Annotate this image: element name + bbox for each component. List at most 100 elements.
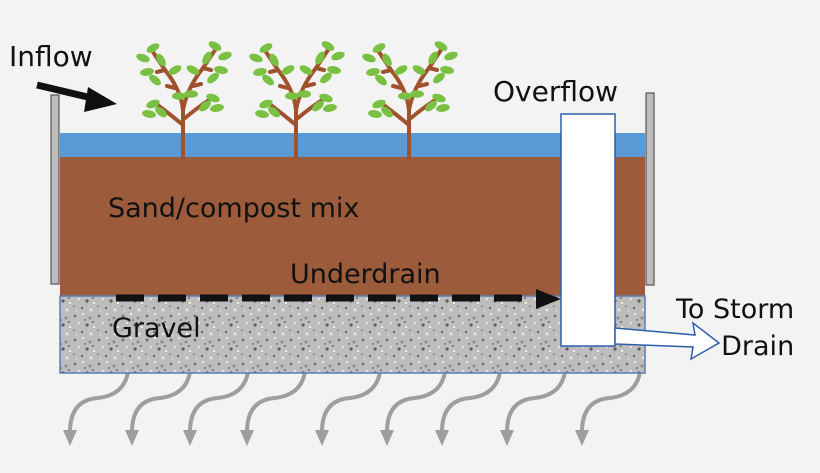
leaf	[434, 41, 448, 51]
infiltration-arrow	[500, 370, 567, 446]
leaf	[199, 100, 211, 112]
infiltration-arrowhead	[63, 430, 77, 446]
leaf	[202, 51, 212, 65]
leaf	[398, 92, 412, 100]
leaf	[149, 74, 161, 86]
infiltration-arrowhead	[125, 430, 139, 446]
storm-drain-label-line1: To Storm	[676, 294, 795, 325]
leaf	[433, 72, 445, 84]
underdrain-arrowhead	[536, 289, 561, 309]
infiltration-arrow	[183, 370, 250, 446]
inflow-arrow-shaft	[36, 81, 97, 103]
leaf	[259, 99, 273, 109]
leaf	[319, 93, 333, 103]
plant	[362, 41, 458, 160]
plant-twigs	[268, 66, 326, 90]
leaf	[269, 53, 279, 67]
leaf	[186, 65, 200, 75]
storm-drain-label: To Storm Drain	[676, 291, 794, 365]
plant	[249, 41, 345, 160]
leaf	[208, 41, 222, 51]
leaf	[375, 74, 387, 86]
infiltration-arrow	[435, 370, 502, 446]
infiltration-arrow-path	[440, 370, 502, 434]
infiltration-arrow-path	[320, 370, 382, 434]
infiltration-arrowhead	[500, 430, 514, 446]
leaf	[366, 68, 380, 76]
gravel-layer	[59, 295, 646, 374]
underdrain-label: Underdrain	[290, 259, 441, 290]
leaf	[323, 104, 337, 112]
leaf	[315, 51, 325, 65]
leaf	[321, 41, 335, 51]
storm-drain-label-line2: Drain	[721, 331, 795, 362]
overflow-label: Overflow	[493, 75, 619, 108]
leaf	[381, 106, 393, 118]
plant-twigs	[381, 66, 439, 90]
leaf	[168, 65, 182, 75]
gravel-layer-label: Gravel	[112, 313, 201, 344]
infiltration-arrowhead	[240, 430, 254, 446]
infiltration-arrow	[240, 370, 307, 446]
leaf	[436, 104, 450, 112]
infiltration-arrow-path	[245, 370, 307, 434]
leaf	[312, 100, 324, 112]
leaf	[327, 66, 341, 74]
infiltration-arrow	[380, 370, 447, 446]
leaf	[428, 51, 438, 65]
leaf	[320, 72, 332, 84]
leaf	[410, 90, 424, 98]
infiltration-arrowhead	[575, 430, 589, 446]
soil-layer-label: Sand/compost mix	[108, 193, 360, 224]
leaf	[136, 53, 150, 63]
infiltration-arrows	[63, 370, 642, 446]
leaf	[285, 92, 299, 100]
overflow-pipe	[560, 113, 616, 347]
leaf	[444, 51, 458, 61]
leaf	[368, 110, 382, 118]
plants	[136, 41, 458, 160]
infiltration-arrow	[63, 370, 130, 446]
right-curb-wall	[645, 92, 655, 286]
leaf	[382, 53, 392, 67]
leaf	[142, 110, 156, 118]
leaf	[210, 104, 224, 112]
leaf	[281, 65, 295, 75]
leaf	[255, 110, 269, 118]
infiltration-arrow-path	[130, 370, 192, 434]
leaf	[140, 68, 154, 76]
leaf	[146, 99, 160, 109]
leaf	[331, 51, 345, 61]
infiltration-arrow-path	[580, 370, 642, 434]
ponding-water-layer	[60, 133, 645, 159]
leaf	[262, 74, 274, 86]
storm-drain-outflow-arrow	[614, 321, 721, 361]
leaf	[297, 90, 311, 98]
leaf	[299, 65, 313, 75]
leaf	[440, 66, 454, 74]
leaf	[156, 53, 166, 67]
infiltration-arrowhead	[315, 430, 329, 446]
plant-twigs	[155, 66, 213, 90]
infiltration-arrow-path	[385, 370, 447, 434]
leaf	[172, 92, 186, 100]
leaf	[362, 53, 376, 63]
infiltration-arrow-path	[188, 370, 250, 434]
infiltration-arrow-path	[68, 370, 130, 434]
infiltration-arrow	[315, 370, 382, 446]
infiltration-arrow-path	[505, 370, 567, 434]
leaf	[268, 106, 280, 118]
plant	[136, 41, 232, 160]
inflow-label: Inflow	[9, 40, 93, 73]
infiltration-arrowhead	[183, 430, 197, 446]
sand-compost-layer	[60, 157, 645, 297]
infiltration-arrow	[575, 370, 642, 446]
leaf	[207, 72, 219, 84]
leaf	[394, 65, 408, 75]
leaf	[253, 68, 267, 76]
left-curb-wall	[50, 94, 60, 285]
leaf	[249, 53, 263, 63]
infiltration-arrowhead	[380, 430, 394, 446]
